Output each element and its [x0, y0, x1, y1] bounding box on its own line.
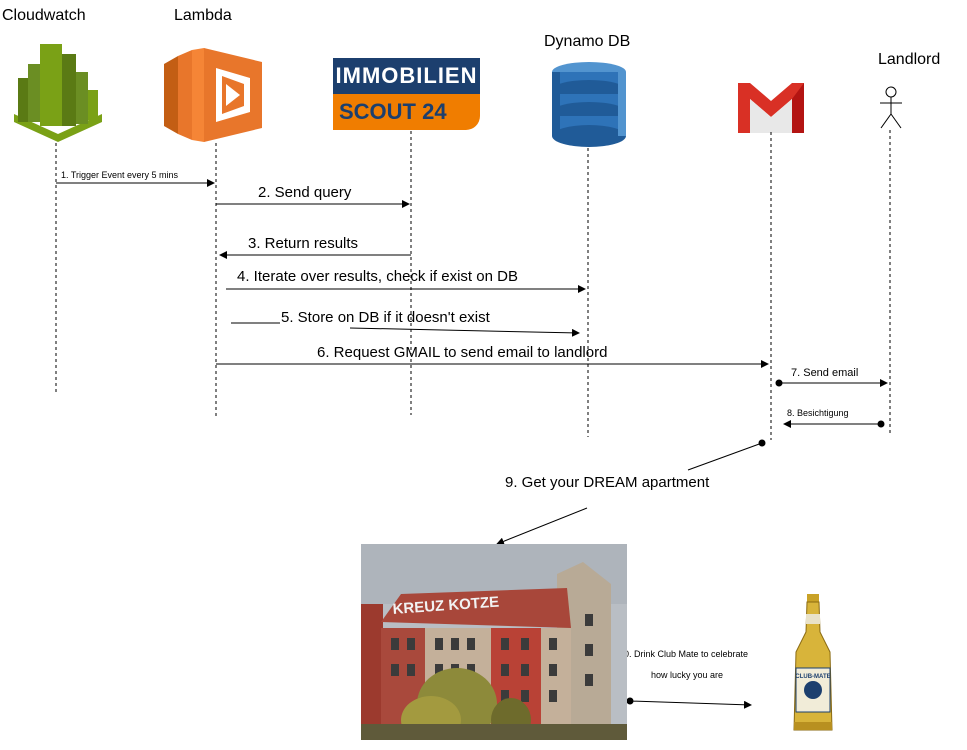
cloudwatch-label: Cloudwatch	[2, 7, 86, 24]
logo-bottom-text: SCOUT 24	[333, 94, 480, 130]
lambda-label: Lambda	[174, 7, 232, 24]
dynamodb-icon	[552, 62, 626, 147]
message-10-line2: how lucky you are	[651, 670, 724, 680]
message-6: 6. Request GMAIL to send email to landlo…	[317, 344, 608, 361]
gmail-icon	[738, 83, 804, 133]
message-5: 5. Store on DB if it doesn't exist	[281, 309, 490, 326]
arrow-10-dot	[626, 697, 634, 705]
arrow-5	[349, 327, 580, 337]
arrow-10	[629, 700, 752, 709]
message-1: 1. Trigger Event every 5 mins	[61, 170, 179, 180]
arrow-7-dot	[775, 379, 783, 387]
arrow-9-start	[687, 442, 763, 471]
message-9: 9. Get your DREAM apartment	[505, 474, 710, 491]
cloudwatch-icon	[14, 44, 102, 142]
immobilienscout24-logo: IMMOBILIEN SCOUT 24	[333, 58, 480, 130]
arrow-8-dot	[877, 420, 885, 428]
message-2: 2. Send query	[258, 184, 352, 201]
club-mate-label: CLUB-MATE	[795, 674, 830, 680]
message-10-line1: 10. Drink Club Mate to celebrate	[619, 649, 749, 659]
arrow-9-dot	[758, 439, 766, 447]
landlord-label: Landlord	[878, 51, 941, 68]
logo-top-text: IMMOBILIEN	[333, 58, 480, 94]
arrow-9	[496, 507, 588, 546]
apartment-photo: KREUZ KOTZE	[361, 544, 627, 740]
message-8: 8. Besichtigung	[787, 408, 849, 418]
message-4: 4. Iterate over results, check if exist …	[237, 268, 518, 285]
dynamodb-label: Dynamo DB	[544, 33, 631, 50]
message-7: 7. Send email	[791, 367, 859, 379]
message-3: 3. Return results	[248, 235, 359, 252]
stick-figure-icon	[880, 86, 902, 129]
club-mate-bottle-icon: CLUB-MATE	[793, 594, 833, 731]
lambda-icon	[164, 48, 262, 142]
